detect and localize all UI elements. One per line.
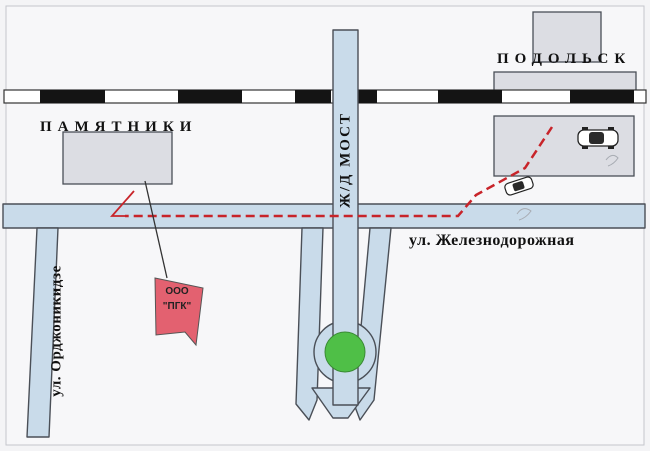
road-ordzhonikidze bbox=[26, 227, 59, 438]
route-arrow-icon bbox=[110, 190, 135, 217]
car-icon bbox=[504, 176, 534, 196]
company-label-line2: "ПГК" bbox=[162, 301, 192, 312]
company-label-line1: ООО bbox=[165, 286, 189, 297]
monuments-building bbox=[62, 131, 173, 185]
route-line bbox=[125, 126, 554, 218]
street-side-label-box: ул. Орджоникидзе bbox=[44, 256, 70, 406]
podolsk-building-top bbox=[532, 11, 602, 63]
car-icon bbox=[577, 127, 619, 149]
company-label: ООО "ПГК" bbox=[149, 284, 205, 314]
bridge-ramp-left bbox=[295, 227, 324, 421]
railway-dashes bbox=[40, 90, 634, 103]
pencil-mark bbox=[516, 208, 532, 221]
roundabout-center bbox=[324, 331, 366, 373]
street-side-label: ул. Орджоникидзе bbox=[48, 265, 65, 397]
city-label: ПОДОЛЬСК bbox=[497, 51, 632, 67]
company-pointer-line bbox=[144, 180, 168, 279]
bridge-label-box: Ж/Д МОСТ bbox=[331, 110, 361, 210]
pencil-mark bbox=[605, 154, 619, 167]
bridge-label: Ж/Д МОСТ bbox=[337, 112, 354, 208]
street-main-label: ул. Железнодорожная bbox=[409, 232, 575, 249]
company-pointer bbox=[154, 277, 204, 347]
monuments-label: ПАМЯТНИКИ bbox=[40, 119, 198, 135]
